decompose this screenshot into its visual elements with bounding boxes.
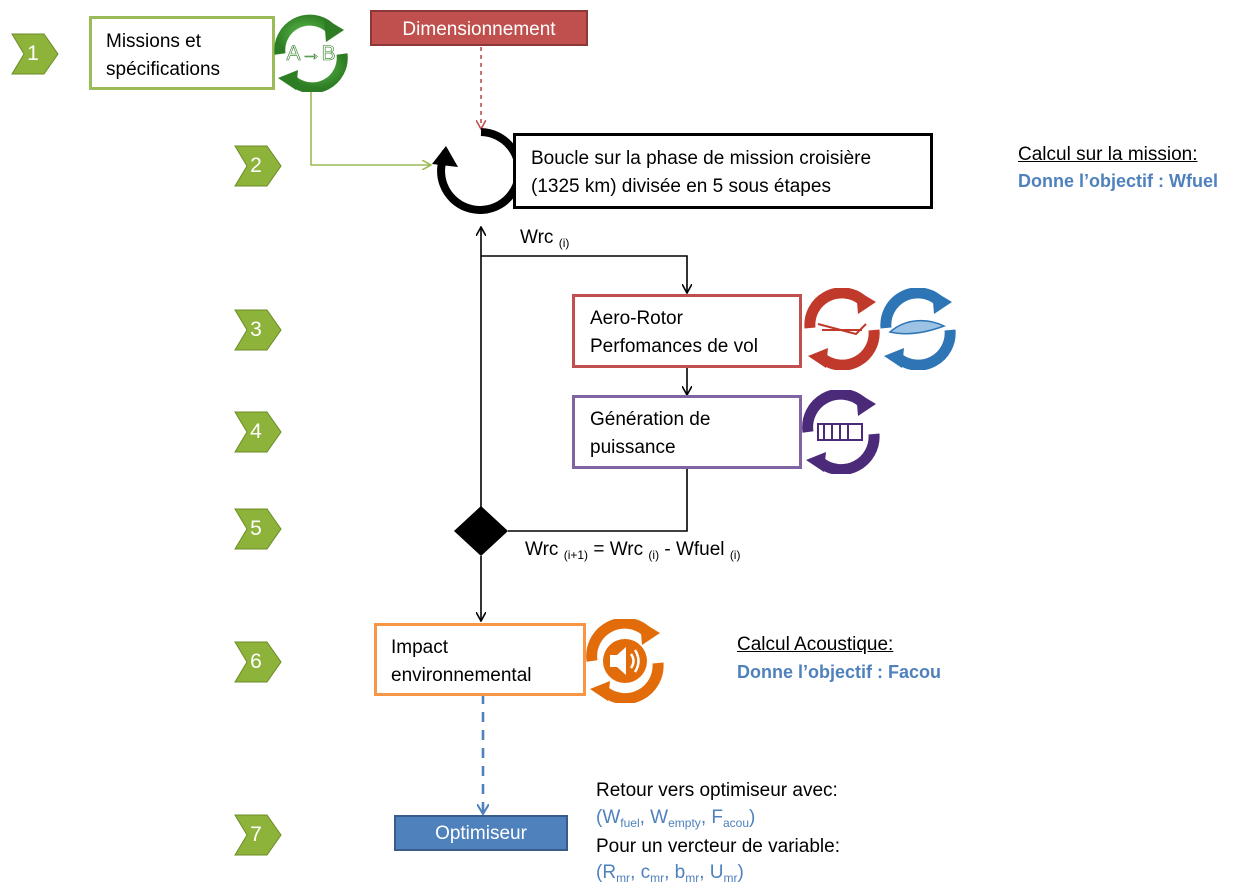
step-3-chevron: 3 <box>233 308 283 352</box>
step-6-chevron: 6 <box>233 640 283 684</box>
wrc-branch-connector <box>481 255 687 292</box>
wrc-eq-b-sub: (i) <box>648 548 660 562</box>
wrc-eq-c-sub: (i) <box>729 548 741 562</box>
decision-diamond <box>454 506 508 556</box>
wrc-eq-a: Wrc <box>525 539 564 560</box>
step-2-number: 2 <box>250 154 262 177</box>
step-5-chevron: 5 <box>233 507 283 551</box>
retour-c-sub: mr <box>650 871 665 885</box>
generation-box: Génération de puissance <box>572 395 802 469</box>
retour-outputs-sep1: , W <box>639 807 669 828</box>
step-4-number: 4 <box>250 420 262 443</box>
wrc-eq-c: - Wfuel <box>659 539 730 560</box>
a-to-b-icon: A→B <box>274 14 348 92</box>
aero-rotor-icon <box>804 288 880 370</box>
generation-line2: puissance <box>590 437 676 458</box>
wrc-sub: (i) <box>558 236 570 250</box>
aero-line2: Perfomances de vol <box>590 336 758 357</box>
retour-line3: Pour un vercteur de variable: <box>596 836 840 857</box>
wrc-eq-b: = Wrc <box>588 539 649 560</box>
generation-line1: Génération de <box>590 409 711 430</box>
step-2-chevron: 2 <box>233 144 283 188</box>
acoustic-objective: Donne l’objectif : Facou <box>737 662 942 682</box>
retour-outputs-sep2: , F <box>700 807 723 828</box>
retour-u-sub: mr <box>723 871 738 885</box>
missions-line1: Missions et <box>106 31 202 52</box>
boucle-line1: Boucle sur la phase de mission croisière <box>531 148 872 169</box>
loop-circle-icon <box>432 128 524 214</box>
step-5-number: 5 <box>250 517 262 540</box>
acoustic-calc-title: Calcul Acoustique: <box>737 634 894 655</box>
step-1-chevron: 1 <box>10 32 60 76</box>
dimensionnement-label: Dimensionnement <box>402 19 556 40</box>
aero-box: Aero-Rotor Perfomances de vol <box>572 294 802 368</box>
step-6-number: 6 <box>250 650 262 673</box>
a-to-b-label: A→B <box>286 42 335 65</box>
flight-performance-icon <box>880 288 956 370</box>
retour-vars-close: ) <box>737 862 744 883</box>
retour-vars-sep3: , U <box>699 862 724 883</box>
wrc-label: Wrc (i) <box>520 227 569 250</box>
retour-vars: (Rmr, cmr, bmr, Umr) <box>596 862 744 885</box>
retour-outputs: (Wfuel, Wempty, Facou) <box>596 807 755 830</box>
wrc-eq-a-sub: (i+1) <box>563 548 589 562</box>
retour-wempty-sub: empty <box>668 816 701 830</box>
optimiseur-label: Optimiseur <box>435 823 527 844</box>
retour-outputs-open: (W <box>596 807 621 828</box>
retour-vars-open: (R <box>596 862 617 883</box>
impact-line1: Impact <box>391 637 449 658</box>
mission-objective: Donne l’objectif : Wfuel <box>1018 171 1218 191</box>
mission-calc-title: Calcul sur la mission: <box>1018 144 1198 165</box>
retour-line1: Retour vers optimiseur avec: <box>596 780 838 801</box>
retour-r-sub: mr <box>616 871 631 885</box>
dimensionnement-box: Dimensionnement <box>370 10 588 46</box>
step-4-chevron: 4 <box>233 410 283 454</box>
retour-facou-sub: acou <box>722 816 750 830</box>
retour-vars-sep2: , b <box>664 862 686 883</box>
boucle-box: Boucle sur la phase de mission croisière… <box>513 133 933 209</box>
wrc-equation: Wrc (i+1) = Wrc (i) - Wfuel (i) <box>525 539 740 562</box>
step-7-chevron: 7 <box>233 813 283 857</box>
missions-line2: spécifications <box>106 59 221 80</box>
power-generation-icon <box>802 390 880 474</box>
step-1-number: 1 <box>27 42 39 65</box>
step-3-number: 3 <box>250 318 262 341</box>
optimiseur-box: Optimiseur <box>394 815 568 851</box>
wrc-main: Wrc <box>520 227 559 248</box>
boucle-line2: (1325 km) divisée en 5 sous étapes <box>531 176 831 197</box>
aero-line1: Aero-Rotor <box>590 308 683 329</box>
retour-outputs-close: ) <box>749 807 756 828</box>
missions-box: Missions et spécifications <box>89 16 275 90</box>
generation-to-diamond-connector <box>508 468 688 532</box>
retour-b-sub: mr <box>685 871 700 885</box>
step-7-number: 7 <box>250 823 262 846</box>
retour-vars-sep1: , c <box>630 862 651 883</box>
impact-line2: environnemental <box>391 665 532 686</box>
speaker-icon <box>586 619 664 703</box>
retour-wfuel-sub: fuel <box>620 816 640 830</box>
impact-box: Impact environnemental <box>374 623 586 696</box>
missions-to-loop-connector <box>310 90 430 165</box>
